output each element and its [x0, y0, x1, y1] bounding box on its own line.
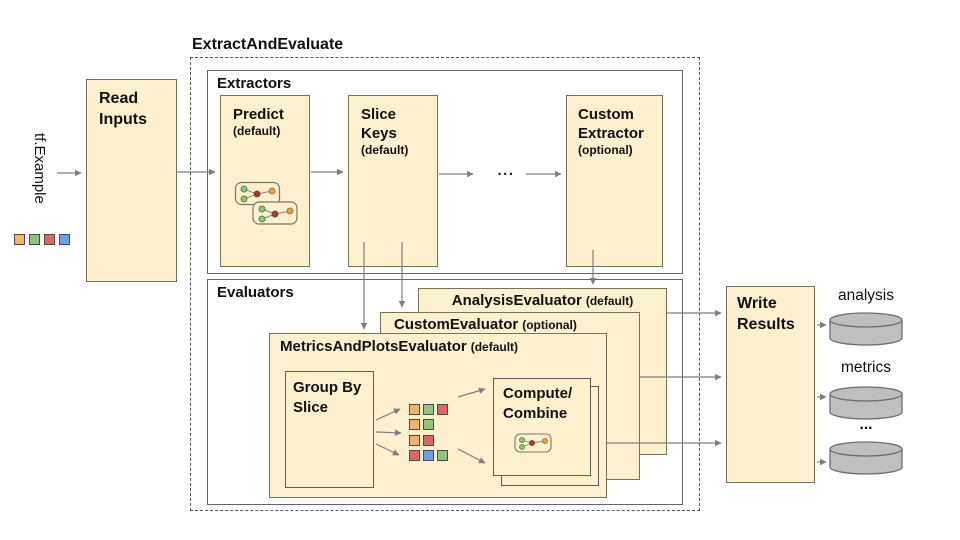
- group-by-slice-node: Group By Slice: [285, 371, 374, 488]
- custom-extractor-node: Custom Extractor (optional): [566, 95, 663, 267]
- analysis-evaluator-qualifier: (default): [585, 294, 634, 308]
- read-inputs-label: Read Inputs: [99, 90, 147, 128]
- custom-evaluator-label: CustomEvaluator: [394, 316, 519, 333]
- evaluators-section: Evaluators: [207, 279, 683, 505]
- slice-square: [423, 419, 434, 430]
- metrics-output-label: metrics: [841, 359, 891, 376]
- slice-square: [423, 450, 434, 461]
- more-outputs-ellipsis: ...: [859, 416, 873, 433]
- compute-combine-label: Compute/ Combine: [503, 385, 577, 422]
- database-cylinder-icon: [829, 312, 903, 351]
- slice-square: [423, 435, 434, 446]
- slice-keys-label: Slice Keys: [361, 106, 401, 142]
- database-cylinder-icon: [829, 441, 903, 480]
- slice-square: [423, 404, 434, 415]
- diagram-title: ExtractAndEvaluate: [192, 36, 344, 53]
- slice-keys-extractor-node: Slice Keys (default): [348, 95, 438, 267]
- slice-square: [409, 404, 420, 415]
- extractors-label: Extractors: [217, 75, 292, 92]
- input-square: [59, 234, 70, 245]
- metrics-evaluator-qualifier: (default): [470, 340, 519, 354]
- model-graph-icon: [234, 181, 300, 232]
- input-label: tf.Example: [31, 132, 48, 204]
- metrics-evaluator-label: MetricsAndPlotsEvaluator: [280, 338, 467, 355]
- compute-combine-node: Compute/ Combine: [493, 378, 591, 476]
- model-graph-icon: [514, 433, 552, 458]
- more-extractors-ellipsis: ...: [497, 162, 515, 179]
- custom-evaluator-qualifier: (optional): [522, 318, 577, 332]
- custom-extractor-label: Custom Extractor: [578, 106, 644, 142]
- predict-qualifier: (default): [233, 124, 281, 138]
- write-results-label: Write Results: [737, 295, 795, 333]
- slice-square: [437, 404, 448, 415]
- slice-square: [409, 435, 420, 446]
- slice-square: [409, 419, 420, 430]
- metrics-and-plots-evaluator-node: MetricsAndPlotsEvaluator(default) Group …: [269, 333, 607, 498]
- predict-extractor-node: Predict (default): [220, 95, 310, 267]
- group-by-slice-label: Group By Slice: [293, 379, 366, 416]
- slice-square: [437, 450, 448, 461]
- database-cylinder-icon: [829, 386, 903, 425]
- extract-and-evaluate-boundary: [190, 57, 700, 511]
- read-inputs-node: Read Inputs: [86, 79, 177, 282]
- input-square: [29, 234, 40, 245]
- predict-label: Predict: [233, 106, 284, 123]
- custom-extractor-qualifier: (optional): [578, 143, 633, 157]
- analysis-output-label: analysis: [838, 287, 894, 304]
- evaluators-label: Evaluators: [217, 284, 294, 301]
- input-square: [44, 234, 55, 245]
- slice-keys-qualifier: (default): [361, 143, 409, 157]
- slice-square: [409, 450, 420, 461]
- analysis-evaluator-label: AnalysisEvaluator: [451, 292, 582, 309]
- input-square: [14, 234, 25, 245]
- write-results-node: Write Results: [726, 286, 815, 483]
